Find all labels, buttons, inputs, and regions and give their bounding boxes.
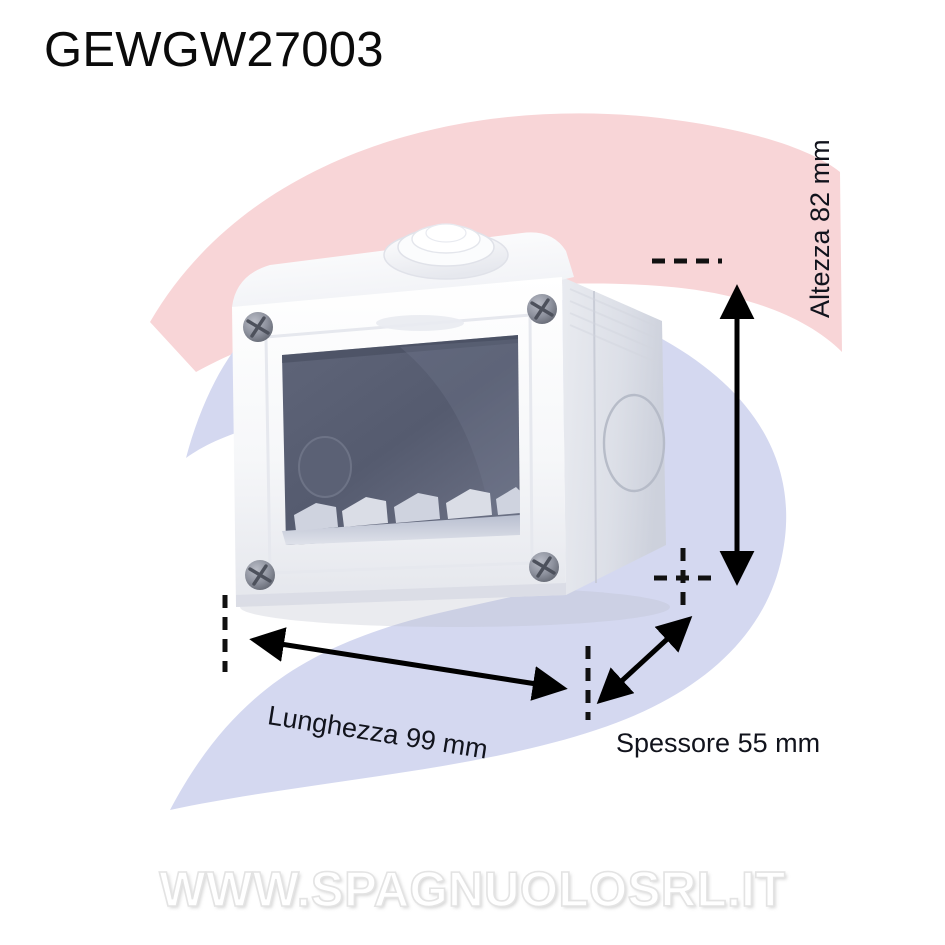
screw-top-left [243, 312, 273, 342]
lunghezza-dimension-arrow [249, 627, 568, 701]
dimension-label-lunghezza: Lunghezza 99 mm [265, 700, 490, 765]
page-title: GEWGW27003 [44, 23, 384, 77]
cable-gland-knockout-icon [383, 223, 509, 280]
dimension-label-altezza: Altezza 82 mm [805, 139, 835, 318]
screw-bottom-right [529, 552, 559, 582]
cavity-top-lip [282, 335, 518, 363]
side-knockout-icon [602, 393, 666, 493]
side-panel-seam [593, 290, 597, 584]
side-panel-ribs [569, 288, 659, 364]
cavity-inner-sheen [400, 339, 518, 515]
site-watermark: WWW.SPAGNUOLOSRL.IT [158, 862, 786, 918]
screw-bottom-left [245, 560, 275, 590]
enclosure-side-panel [562, 277, 666, 595]
cavity-mounting-rails [282, 487, 520, 545]
dimension-label-spessore: Spessore 55 mm [616, 728, 821, 758]
enclosure-bottom-edge [236, 583, 566, 607]
product-enclosure-image [232, 223, 670, 627]
cavity-knockout-icon [298, 436, 352, 498]
screw-top-right [527, 294, 557, 324]
moulded-brand-mark [376, 315, 464, 331]
enclosure-cavity [282, 335, 520, 545]
